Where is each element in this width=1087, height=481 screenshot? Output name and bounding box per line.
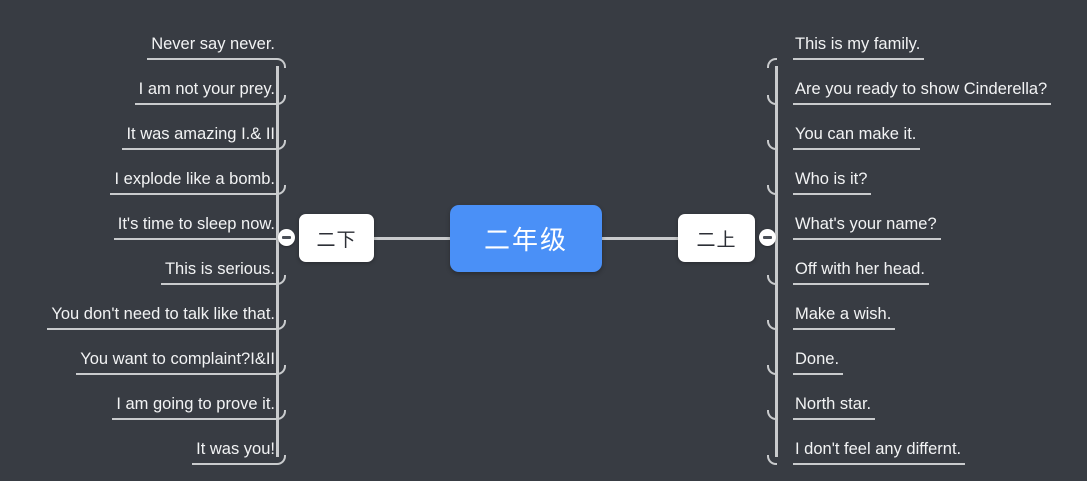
- leaf-connector-elbow: [276, 410, 286, 420]
- leaf-item[interactable]: This is my family.: [793, 22, 924, 60]
- leaf-item[interactable]: Who is it?: [793, 157, 871, 195]
- leaf-item[interactable]: It's time to sleep now.: [114, 202, 277, 240]
- leaf-connector-elbow: [276, 57, 286, 68]
- leaf-item-label: Who is it?: [795, 170, 868, 188]
- leaf-connector-elbow: [276, 455, 286, 465]
- leaf-item[interactable]: What's your name?: [793, 202, 941, 240]
- leaf-item-underline: [114, 237, 277, 240]
- leaf-item-underline: [76, 372, 277, 375]
- root-link-right: [600, 237, 680, 240]
- leaf-item-label: You don't need to talk like that.: [51, 305, 275, 323]
- collapse-minus-icon-right[interactable]: [759, 229, 776, 246]
- leaf-item-underline: [793, 192, 871, 195]
- branch-trunk-left: [276, 66, 279, 457]
- collapse-minus-icon-left[interactable]: [278, 229, 295, 246]
- leaf-item[interactable]: Done.: [793, 337, 843, 375]
- leaf-item-label: Never say never.: [151, 35, 275, 53]
- leaf-connector-elbow: [276, 365, 286, 375]
- root-link-left: [372, 237, 452, 240]
- leaf-connector-elbow: [276, 185, 286, 195]
- leaf-item-label: It's time to sleep now.: [117, 215, 275, 233]
- leaf-item-label: Off with her head.: [795, 260, 925, 278]
- leaf-connector-elbow: [767, 185, 777, 195]
- leaf-item-label: Done.: [795, 350, 840, 368]
- leaf-item-label: North star.: [795, 395, 872, 413]
- leaf-connector-elbow: [767, 95, 777, 105]
- leaf-item-underline: [135, 102, 277, 105]
- leaf-item-label: This is my family.: [795, 35, 921, 53]
- leaf-item-label: This is serious.: [164, 260, 275, 278]
- leaf-connector-elbow: [767, 140, 777, 150]
- leaf-item-label: I explode like a bomb.: [114, 170, 275, 188]
- leaf-connector-elbow: [767, 320, 777, 330]
- leaf-item[interactable]: You can make it.: [793, 112, 920, 150]
- branch-trunk-right: [775, 66, 778, 457]
- leaf-item[interactable]: This is serious.: [161, 247, 277, 285]
- branch-node-right-label: 二上: [696, 229, 737, 251]
- leaf-item[interactable]: I explode like a bomb.: [110, 157, 277, 195]
- branch-node-left-label: 二下: [316, 229, 357, 251]
- leaf-connector-elbow: [276, 275, 286, 285]
- leaf-connector-elbow: [767, 410, 777, 420]
- branch-node-left[interactable]: 二下: [299, 214, 374, 262]
- leaf-item-underline: [793, 462, 965, 465]
- leaf-connector-elbow: [767, 57, 777, 68]
- leaf-item-label: I am going to prove it.: [116, 395, 275, 413]
- leaf-item-label: Are you ready to show Cinderella?: [795, 80, 1048, 98]
- leaf-item-underline: [161, 282, 277, 285]
- leaf-item-label: It was amazing I.& II: [126, 125, 275, 143]
- leaf-item-label: What's your name?: [795, 215, 937, 233]
- root-node-label: 二年级: [483, 225, 568, 255]
- leaf-item-label: It was you!: [196, 440, 275, 458]
- leaf-item[interactable]: Are you ready to show Cinderella?: [793, 67, 1051, 105]
- leaf-item[interactable]: You don't need to talk like that.: [47, 292, 277, 330]
- leaf-item[interactable]: It was you!: [192, 427, 277, 465]
- leaf-item-underline: [793, 237, 941, 240]
- leaf-item-underline: [112, 417, 277, 420]
- leaf-item[interactable]: I don't feel any differnt.: [793, 427, 965, 465]
- leaf-item-underline: [793, 372, 843, 375]
- leaf-connector-elbow: [276, 140, 286, 150]
- leaf-item[interactable]: It was amazing I.& II: [122, 112, 277, 150]
- leaf-item[interactable]: Make a wish.: [793, 292, 895, 330]
- leaf-item-underline: [793, 282, 929, 285]
- leaf-item[interactable]: Off with her head.: [793, 247, 929, 285]
- leaf-item-underline: [47, 327, 277, 330]
- leaf-item-underline: [793, 102, 1051, 105]
- leaf-item-underline: [192, 462, 277, 465]
- leaf-item-label: I don't feel any differnt.: [795, 440, 962, 458]
- leaf-connector-elbow: [276, 320, 286, 330]
- branch-node-right[interactable]: 二上: [678, 214, 755, 262]
- leaf-connector-elbow: [767, 365, 777, 375]
- leaf-item-underline: [793, 147, 920, 150]
- leaf-item-underline: [110, 192, 277, 195]
- leaf-item[interactable]: I am going to prove it.: [112, 382, 277, 420]
- leaf-item-label: You can make it.: [795, 125, 917, 143]
- leaf-item-underline: [122, 147, 277, 150]
- leaf-item[interactable]: I am not your prey.: [135, 67, 277, 105]
- leaf-item-underline: [793, 417, 875, 420]
- leaf-item[interactable]: You want to complaint?I&II: [76, 337, 277, 375]
- leaf-item[interactable]: North star.: [793, 382, 875, 420]
- leaf-item-underline: [793, 57, 924, 60]
- leaf-item-underline: [147, 57, 277, 60]
- leaf-item[interactable]: Never say never.: [147, 22, 277, 60]
- leaf-item-label: You want to complaint?I&II: [80, 350, 275, 368]
- leaf-item-label: I am not your prey.: [138, 80, 275, 98]
- leaf-item-label: Make a wish.: [795, 305, 892, 323]
- leaf-connector-elbow: [767, 275, 777, 285]
- root-node[interactable]: 二年级: [450, 205, 602, 272]
- leaf-connector-elbow: [276, 95, 286, 105]
- leaf-item-underline: [793, 327, 895, 330]
- leaf-connector-elbow: [767, 455, 777, 465]
